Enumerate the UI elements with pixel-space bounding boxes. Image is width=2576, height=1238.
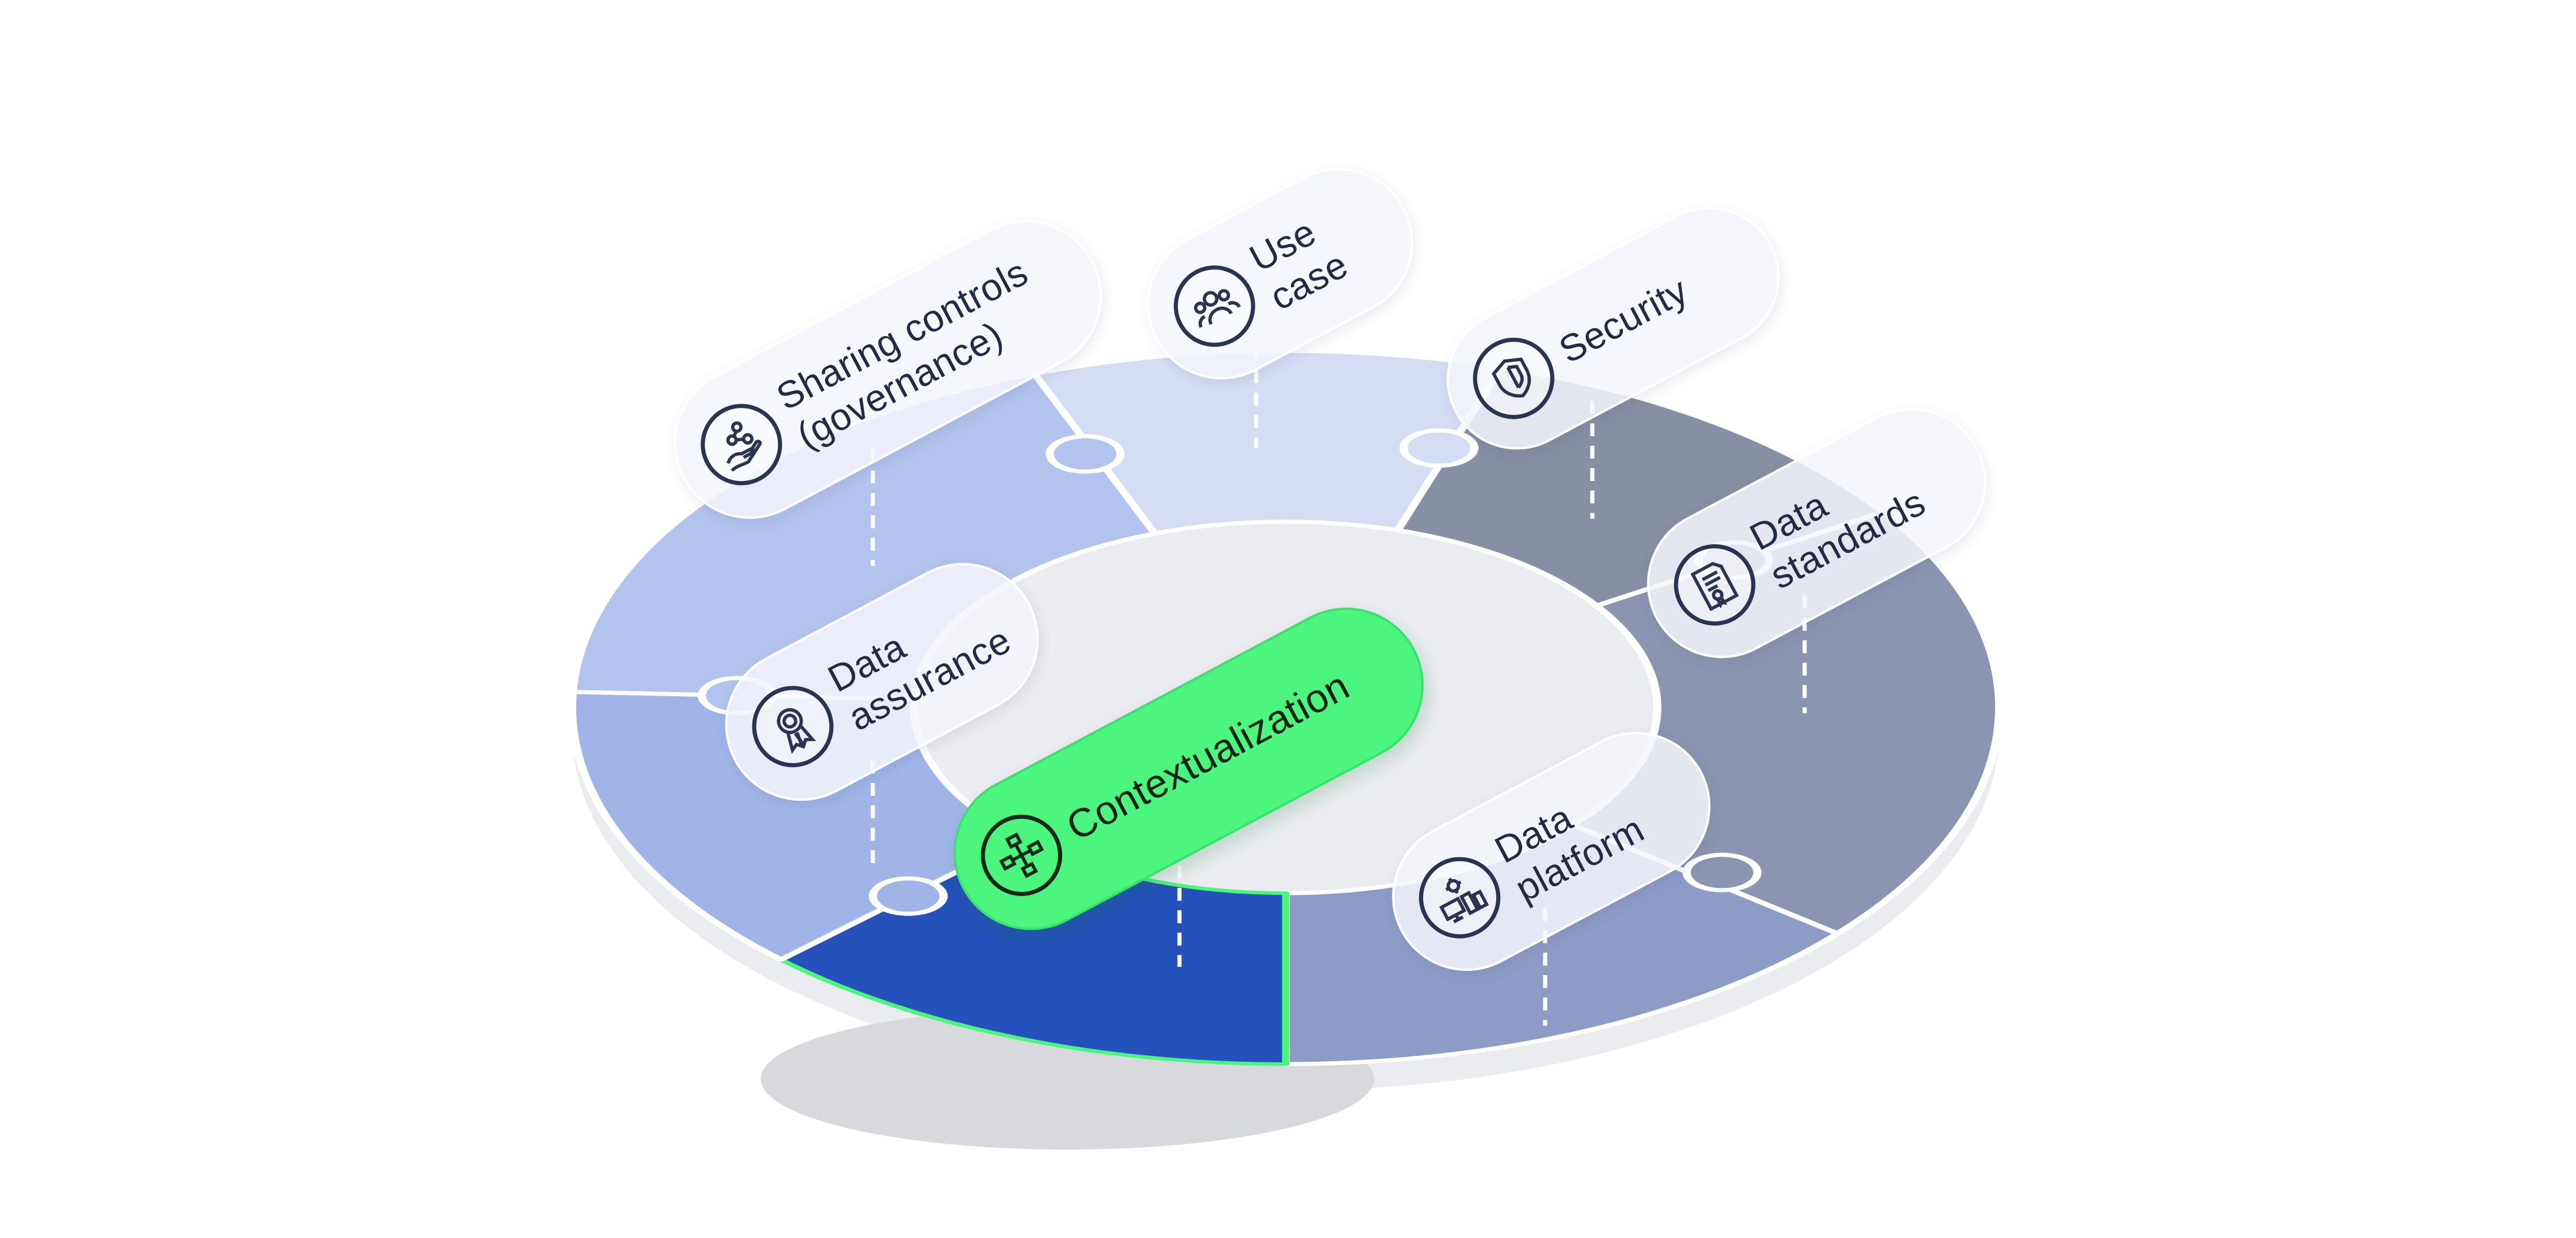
shield-icon (1458, 323, 1569, 434)
label-data-platform: Data platform (1365, 705, 1737, 997)
label-contextualization: Contextualization (926, 580, 1451, 958)
label-data-standards: Data standards (1621, 381, 2013, 684)
computer-gear-icon (1404, 842, 1515, 953)
hand-share-icon (686, 389, 797, 500)
knob (1683, 852, 1762, 893)
certificate-document-icon (1659, 529, 1770, 640)
label-data-assurance: Data assurance (698, 536, 1066, 828)
label-security: Security (1422, 182, 1805, 475)
leader-lines (870, 348, 1807, 1026)
network-blocks-icon (966, 800, 1077, 910)
label-sharing-controls: Sharing controls (governance) (646, 193, 1129, 546)
label-use-case: Use case (1120, 141, 1440, 406)
knob (1399, 428, 1478, 468)
award-ribbon-icon (737, 671, 848, 782)
people-group-icon (1159, 251, 1270, 361)
knob (869, 876, 948, 916)
knob (1046, 434, 1125, 474)
segment-contextualization (777, 837, 1289, 1066)
